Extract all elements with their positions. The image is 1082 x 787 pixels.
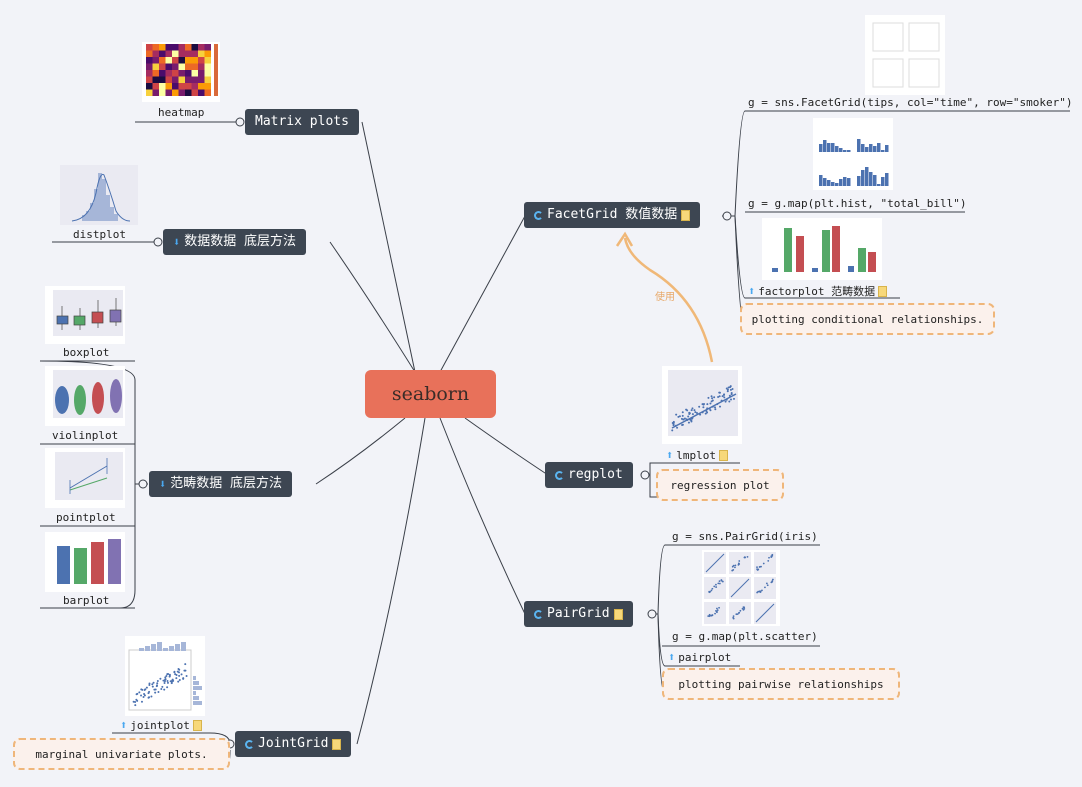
arrow-up-icon: ⬆ — [668, 650, 676, 664]
note-text: marginal univariate plots. — [35, 747, 208, 761]
jointplot-thumbnail — [125, 636, 205, 716]
violinplot-thumbnail — [45, 366, 125, 426]
sync-icon — [534, 609, 543, 619]
topic-label: 数据数据 底层方法 — [184, 234, 297, 249]
topic-jointgrid[interactable]: JointGrid — [235, 731, 352, 757]
note-text: plotting conditional relationships. — [751, 312, 984, 326]
note-icon — [681, 209, 691, 221]
barplot-thumbnail — [45, 532, 125, 592]
topic-categorical[interactable]: ⬇ 范畴数据 底层方法 — [149, 471, 293, 497]
factorplot-thumbnail — [762, 218, 882, 280]
note-icon — [878, 285, 888, 297]
label-boxplot[interactable]: boxplot — [63, 346, 109, 359]
relationship-text: 使用 — [655, 292, 675, 303]
topic-matrix-plots[interactable]: Matrix plots — [245, 109, 359, 135]
label-text: g = sns.PairGrid(iris) — [672, 530, 818, 543]
topic-label: 范畴数据 底层方法 — [170, 476, 283, 491]
label-text: heatmap — [158, 106, 205, 119]
label-text: barplot — [63, 594, 110, 607]
label-jointplot[interactable]: ⬆ jointplot — [120, 718, 202, 732]
label-pair-code1[interactable]: g = sns.PairGrid(iris) — [672, 530, 818, 543]
topic-pairgrid[interactable]: PairGrid — [524, 601, 633, 627]
topic-label: JointGrid — [258, 736, 329, 751]
central-topic-label: seaborn — [391, 383, 470, 405]
note-icon — [332, 738, 342, 750]
note-reg[interactable]: regression plot — [656, 469, 784, 501]
note-pair[interactable]: plotting pairwise relationships — [662, 668, 900, 700]
note-icon — [613, 608, 623, 620]
label-text: boxplot — [63, 346, 110, 359]
label-text: g = sns.FacetGrid(tips, col="time", row=… — [748, 96, 1073, 109]
note-facet[interactable]: plotting conditional relationships. — [740, 303, 995, 335]
label-text: distplot — [73, 228, 126, 241]
arrow-up-icon: ⬆ — [120, 718, 128, 732]
label-pairplot[interactable]: ⬆ pairplot — [668, 650, 731, 664]
arrow-down-icon: ⬇ — [173, 235, 181, 249]
label-heatmap[interactable]: heatmap — [158, 106, 204, 119]
label-barplot[interactable]: barplot — [63, 594, 109, 607]
relationship-label: 使用 — [655, 288, 675, 303]
sync-icon — [555, 470, 564, 480]
heatmap-thumbnail — [142, 42, 220, 102]
label-text: g = g.map(plt.scatter) — [672, 630, 818, 643]
note-icon — [718, 449, 728, 461]
distplot-thumbnail — [60, 165, 138, 225]
note-joint[interactable]: marginal univariate plots. — [13, 738, 230, 770]
facet-hist-thumbnail — [813, 118, 893, 190]
label-text: violinplot — [52, 429, 119, 442]
relationship-arrow — [623, 237, 714, 363]
topic-label: regplot — [568, 467, 623, 482]
facetgrid-thumbnail — [865, 15, 945, 95]
arrow-up-icon: ⬆ — [748, 284, 756, 298]
central-topic[interactable]: seaborn — [365, 370, 496, 418]
topic-label: PairGrid — [547, 606, 610, 621]
note-text: plotting pairwise relationships — [678, 677, 884, 691]
label-lmplot[interactable]: ⬆ lmplot — [666, 448, 728, 462]
topic-label: Matrix plots — [255, 114, 349, 129]
label-text: pairplot — [678, 650, 732, 664]
label-violinplot[interactable]: violinplot — [52, 429, 118, 442]
pointplot-thumbnail — [45, 448, 125, 508]
topic-label: FacetGrid 数值数据 — [547, 207, 678, 222]
label-text: pointplot — [56, 511, 116, 524]
label-text: g = g.map(plt.hist, "total_bill") — [748, 197, 967, 210]
label-factorplot[interactable]: ⬆ factorplot 范畴数据 — [748, 283, 888, 299]
label-text: lmplot — [676, 448, 716, 462]
topic-facetgrid[interactable]: FacetGrid 数值数据 — [524, 202, 701, 228]
label-text: jointplot — [130, 718, 190, 732]
arrow-down-icon: ⬇ — [159, 477, 167, 491]
note-text: regression plot — [670, 478, 770, 492]
label-pointplot[interactable]: pointplot — [56, 511, 116, 524]
label-facet-code1[interactable]: g = sns.FacetGrid(tips, col="time", row=… — [748, 96, 1073, 109]
note-icon — [192, 719, 202, 731]
topic-regplot[interactable]: regplot — [545, 462, 633, 488]
label-facet-code2[interactable]: g = g.map(plt.hist, "total_bill") — [748, 197, 967, 210]
arrow-up-icon: ⬆ — [666, 448, 674, 462]
sync-icon — [534, 210, 543, 220]
label-distplot[interactable]: distplot — [73, 228, 126, 241]
sync-icon — [245, 739, 254, 749]
boxplot-thumbnail — [45, 286, 125, 344]
lmplot-thumbnail — [662, 366, 742, 444]
pairgrid-thumbnail — [702, 550, 780, 626]
topic-distribution[interactable]: ⬇ 数据数据 底层方法 — [163, 229, 307, 255]
label-pair-code2[interactable]: g = g.map(plt.scatter) — [672, 630, 818, 643]
label-text: factorplot 范畴数据 — [758, 285, 876, 298]
